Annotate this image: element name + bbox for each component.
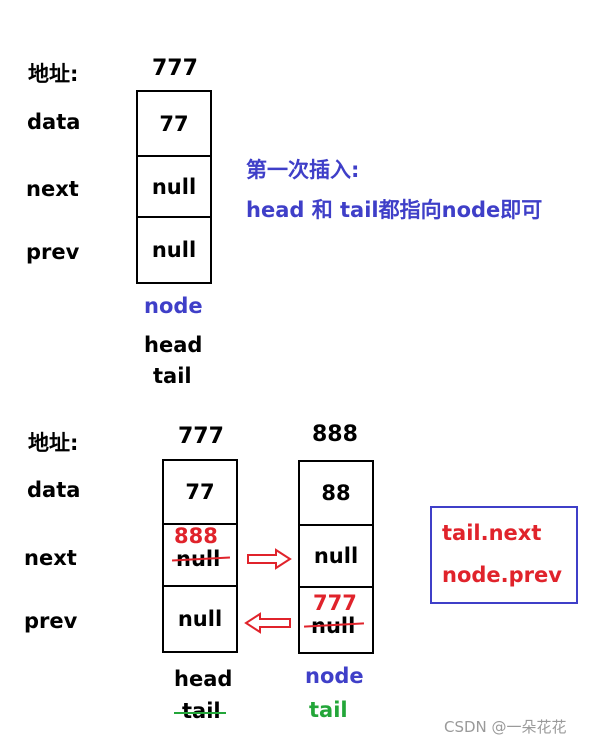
next-label: next [26, 177, 79, 201]
node-address: 777 [152, 56, 198, 81]
old-tail-label: tail [182, 699, 221, 723]
node-data-cell: 77 [136, 90, 212, 157]
note-line-tail-next: tail.next [442, 521, 542, 545]
node-prev-cell: null [136, 216, 212, 284]
new-tail-label: tail [309, 698, 348, 722]
node-name-label: node [144, 294, 203, 318]
prev-label-2: prev [24, 609, 78, 633]
node1-address: 777 [178, 424, 224, 449]
head-label-2: head [174, 667, 233, 691]
prev-label: prev [26, 240, 80, 264]
data-label: data [27, 110, 81, 134]
note-title: 第一次插入: [246, 158, 360, 182]
node-next-cell: null [136, 155, 212, 218]
address-label-2: 地址: [28, 431, 79, 455]
node2-address: 888 [312, 422, 358, 447]
right-arrow-icon [247, 548, 292, 570]
note-text: head 和 tail都指向node即可 [246, 198, 543, 222]
address-label: 地址: [28, 62, 79, 86]
note-line-node-prev: node.prev [442, 563, 562, 587]
node-name-label-2: node [305, 664, 364, 688]
note-box: tail.next node.prev [430, 506, 578, 604]
node1-prev-cell: null [162, 585, 238, 653]
node1-next-new-value: 888 [174, 524, 218, 548]
next-label-2: next [24, 546, 77, 570]
node2-prev-new-value: 777 [313, 591, 357, 615]
node2-prev-cell [298, 586, 374, 654]
strikethrough-line [174, 712, 226, 714]
watermark: CSDN @一朵花花 [444, 718, 567, 736]
node2-data-cell: 88 [298, 460, 374, 526]
head-label: head [144, 333, 203, 357]
data-label-2: data [27, 478, 81, 502]
left-arrow-icon [244, 612, 291, 634]
tail-label: tail [153, 364, 192, 388]
node1-data-cell: 77 [162, 459, 238, 525]
node2-next-cell: null [298, 524, 374, 588]
